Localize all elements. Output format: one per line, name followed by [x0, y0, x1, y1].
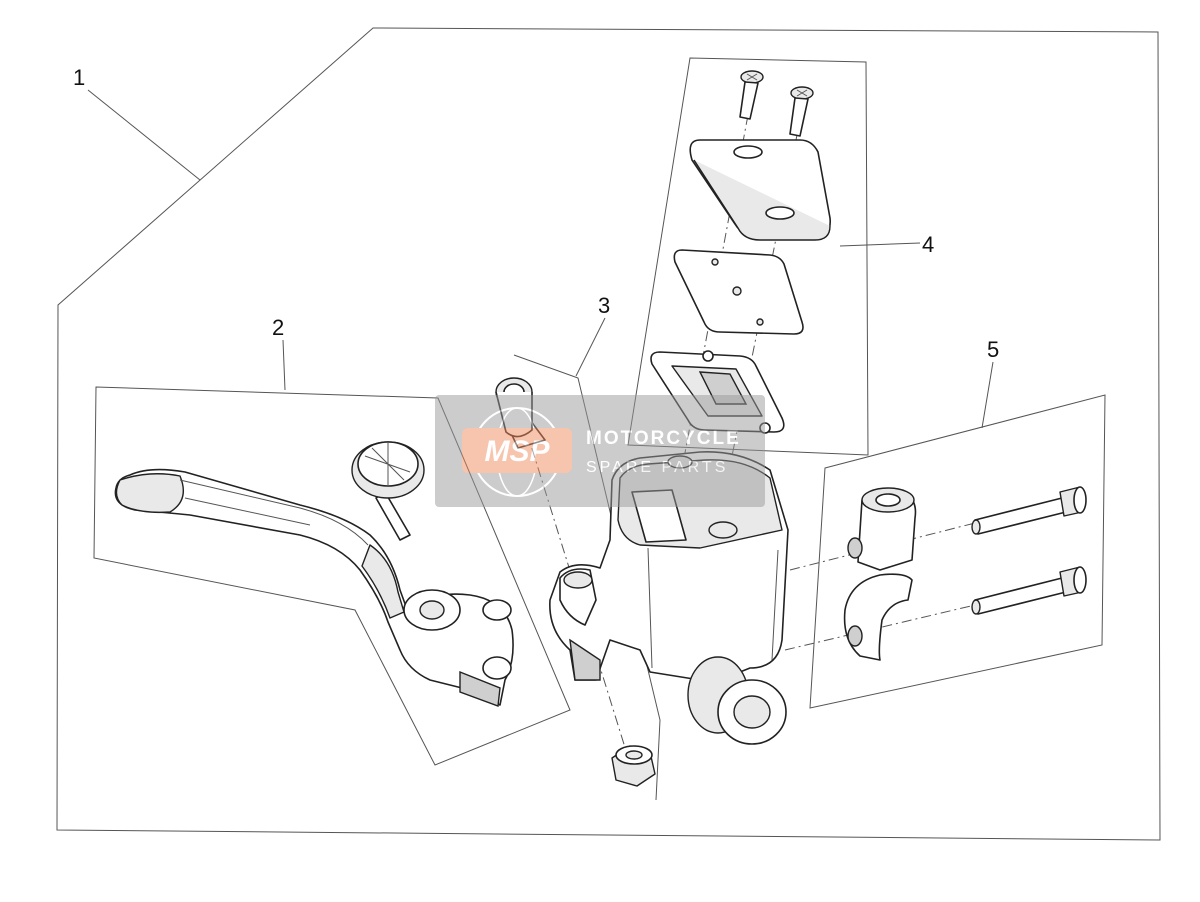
leader-3 [575, 317, 606, 377]
watermark-line-1: MOTORCYCLE [586, 428, 741, 449]
reservoir-screw-right [789, 86, 814, 137]
callout-5: 5 [987, 337, 999, 362]
clamp-upper [847, 487, 917, 571]
leader-5 [981, 361, 994, 429]
clamp-bolt-lower [971, 566, 1087, 615]
watermark: MSP MOTORCYCLE SPARE PARTS [435, 395, 765, 507]
leader-2 [282, 339, 286, 391]
callout-4: 4 [922, 232, 934, 257]
watermark-badge-text: MSP [484, 435, 550, 468]
watermark-line-2: SPARE PARTS [586, 459, 728, 476]
leader-4 [839, 242, 921, 247]
clamp-bolt-upper [971, 486, 1087, 535]
push-rod-boot [687, 656, 787, 745]
adjuster-knob [351, 441, 425, 541]
leader-1 [87, 89, 201, 181]
diaphragm-plate [673, 249, 804, 335]
watermark-background [435, 395, 765, 507]
group-1-outline [56, 27, 1161, 841]
callout-3: 3 [598, 293, 610, 318]
group-5-outline [809, 394, 1106, 709]
group-4-outline [627, 57, 869, 456]
clamp-lower [843, 573, 913, 661]
pivot-nut [611, 745, 656, 787]
axis-clamp-lower [784, 604, 976, 651]
callout-2: 2 [272, 315, 284, 340]
brake-lever [114, 468, 514, 707]
reservoir-cover [689, 139, 832, 241]
watermark-badge [462, 428, 572, 473]
reservoir-screw-left [739, 70, 764, 120]
callout-1: 1 [73, 65, 85, 90]
